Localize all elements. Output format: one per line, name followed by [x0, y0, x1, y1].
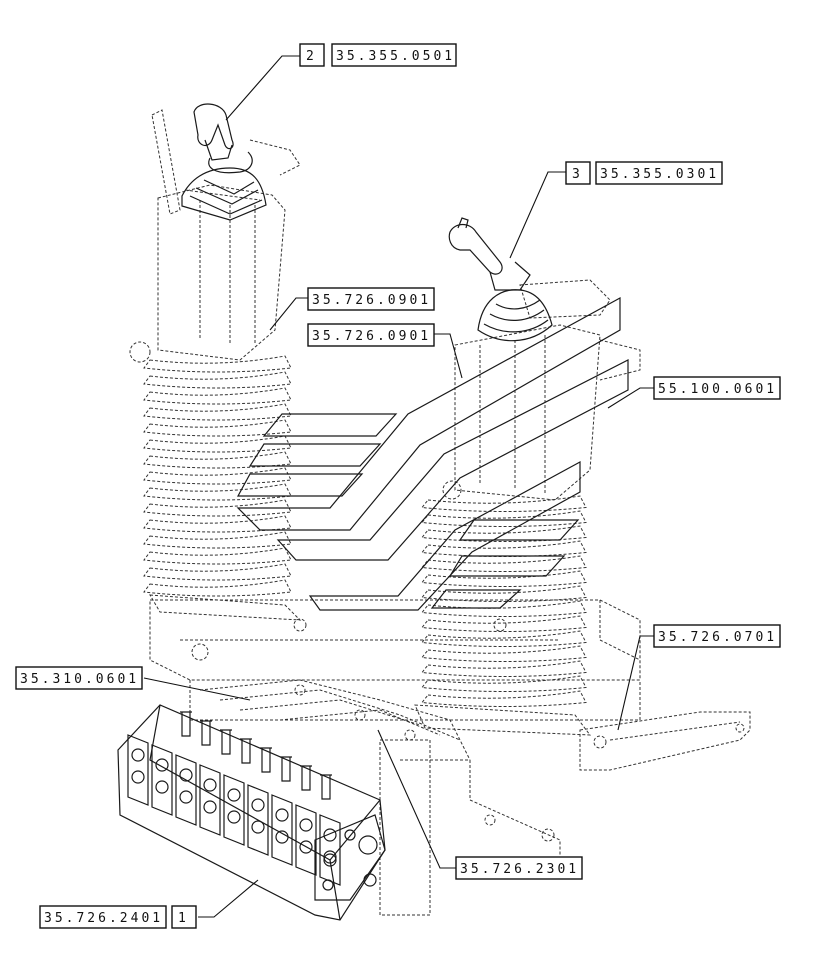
- valve-spool-cap: [260, 747, 272, 773]
- valve-spool-cap: [200, 720, 212, 746]
- callout-item-55-100-0601[interactable]: 55.100.0601: [653, 376, 781, 400]
- callout-code: 55.100.0601: [658, 382, 777, 397]
- callout-number: 3: [572, 167, 583, 182]
- bellows-fold: [421, 585, 587, 602]
- bellows-fold: [421, 645, 587, 662]
- bellows-fold: [143, 387, 292, 405]
- bellows-fold: [143, 371, 292, 389]
- valve-section: [199, 764, 221, 836]
- valve-port: [227, 810, 241, 824]
- right-joystick: [448, 217, 553, 342]
- callout-item-35-726-0701[interactable]: 35.726.0701: [653, 624, 781, 648]
- callout-item-35-726-2301[interactable]: 35.726.2301: [455, 856, 583, 880]
- bellows-fold: [143, 547, 292, 565]
- valve-section: [223, 774, 245, 846]
- valve-port: [131, 770, 145, 784]
- valve-spool-cap: [220, 729, 232, 755]
- valve-port: [251, 820, 265, 834]
- valve-spool-cap: [300, 765, 312, 791]
- valve-section: [127, 734, 149, 806]
- bellows-fold: [143, 563, 292, 581]
- armrest-rail: [579, 711, 751, 771]
- valve-section: [151, 744, 173, 816]
- bellows-fold: [143, 435, 292, 453]
- callout-code: 35.726.2401: [44, 911, 163, 926]
- valve-port: [275, 830, 289, 844]
- control-valve-block: [117, 704, 386, 921]
- valve-spool-cap: [320, 774, 332, 800]
- bellows-fold: [143, 355, 292, 373]
- hydraulic-lines: [199, 679, 471, 761]
- callout-item-35-726-0901-left[interactable]: 35.726.0901: [307, 287, 435, 311]
- valve-port: [131, 748, 145, 762]
- bellows-fold: [421, 540, 587, 557]
- callout-number: 2: [306, 49, 317, 64]
- valve-spool-cap: [180, 711, 192, 737]
- valve-port: [179, 790, 193, 804]
- bellows-fold: [143, 483, 292, 501]
- bellows-fold: [421, 600, 587, 617]
- left-console-tower: [129, 109, 302, 621]
- valve-port: [155, 758, 169, 772]
- valve-port: [299, 818, 313, 832]
- leader-lines: [143, 55, 654, 918]
- valve-section: [295, 804, 317, 876]
- valve-port: [203, 800, 217, 814]
- bellows-fold: [421, 555, 587, 572]
- callout-item-35-355-0501[interactable]: 2 35.355.0501: [299, 43, 457, 67]
- callout-code: 35.726.0901: [312, 329, 431, 344]
- callout-code: 35.726.0901: [312, 293, 431, 308]
- callout-item-35-726-2401[interactable]: 35.726.2401 1: [39, 905, 197, 929]
- bellows-fold: [421, 675, 587, 692]
- valve-port: [275, 808, 289, 822]
- exploded-view-arrow-symbol: [236, 296, 629, 611]
- callout-item-35-726-0901-right[interactable]: 35.726.0901: [307, 323, 435, 347]
- bellows-fold: [421, 570, 587, 587]
- valve-port: [203, 778, 217, 792]
- bellows-fold: [143, 403, 292, 421]
- bellows-fold: [421, 510, 587, 527]
- bellows-fold: [143, 579, 292, 597]
- valve-section: [271, 794, 293, 866]
- callout-number: 1: [178, 911, 189, 926]
- bellows-fold: [143, 467, 292, 485]
- bellows-fold: [143, 499, 292, 517]
- bellows-fold: [143, 451, 292, 469]
- bellows-fold: [421, 630, 587, 647]
- right-console-tower: [414, 279, 641, 736]
- valve-port: [179, 768, 193, 782]
- valve-port: [227, 788, 241, 802]
- callout-item-35-310-0601[interactable]: 35.310.0601: [15, 666, 143, 690]
- bellows-fold: [421, 660, 587, 677]
- valve-port: [323, 850, 337, 864]
- bellows-fold: [143, 531, 292, 549]
- valve-port: [299, 840, 313, 854]
- bellows-fold: [421, 690, 587, 707]
- left-joystick: [181, 103, 301, 221]
- bellows-fold: [143, 515, 292, 533]
- valve-port: [155, 780, 169, 794]
- valve-section: [175, 754, 197, 826]
- bellows-fold: [421, 495, 587, 512]
- callout-code: 35.726.0701: [658, 630, 777, 645]
- callout-item-35-355-0301[interactable]: 3 35.355.0301: [565, 161, 723, 185]
- valve-spool-cap: [240, 738, 252, 764]
- callout-code: 35.355.0301: [600, 167, 719, 182]
- valve-port: [251, 798, 265, 812]
- bellows-fold: [143, 419, 292, 437]
- bellows-fold: [421, 615, 587, 632]
- valve-spool-cap: [280, 756, 292, 782]
- valve-section: [319, 814, 341, 886]
- callout-code: 35.726.2301: [460, 862, 579, 877]
- valve-section: [247, 784, 269, 856]
- valve-port: [323, 828, 337, 842]
- callout-code: 35.355.0501: [336, 49, 455, 64]
- callout-code: 35.310.0601: [20, 672, 139, 687]
